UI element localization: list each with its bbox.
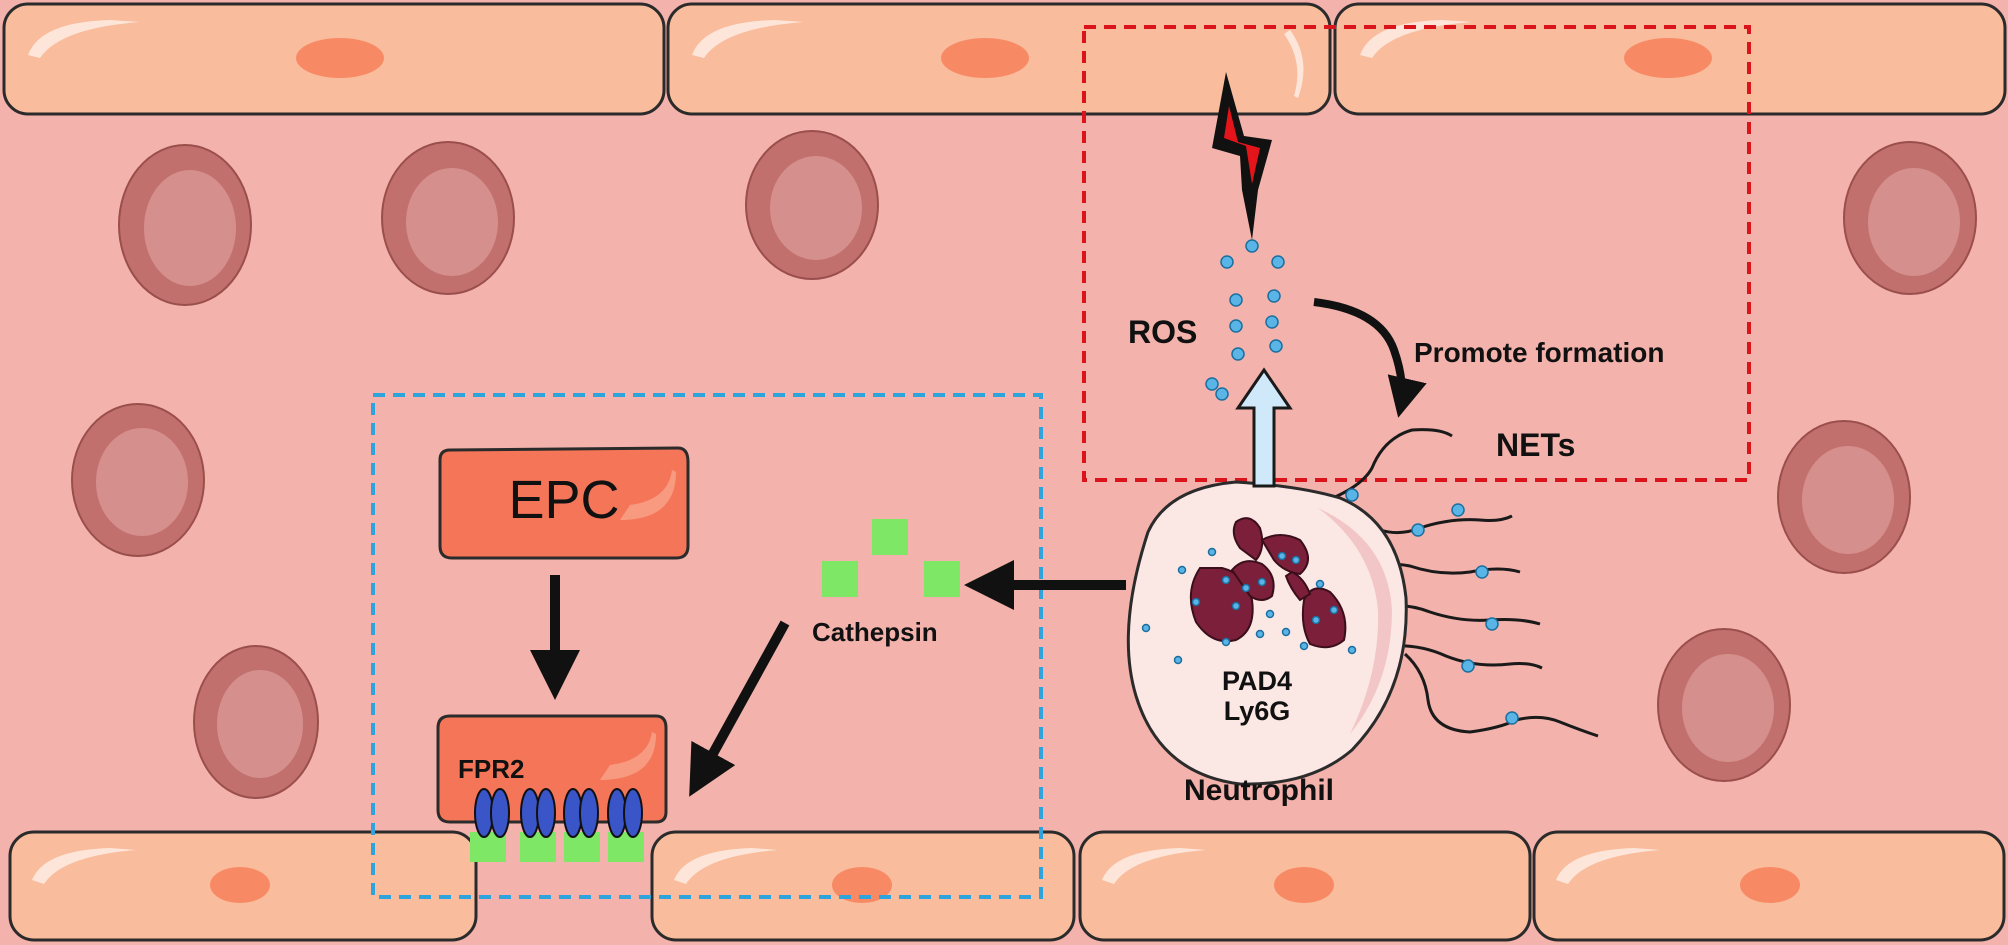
- pad4-label: PAD4: [1222, 666, 1292, 696]
- ros-arrow-icon: [1235, 367, 1293, 488]
- fpr2-label: FPR2: [458, 754, 524, 784]
- nets-label: NETs: [1496, 427, 1575, 463]
- red-blood-cell: [71, 403, 205, 557]
- endothelial-cell-top-1: [2, 2, 666, 116]
- receptor: [607, 788, 643, 838]
- endothelial-cell-top-2: [666, 2, 1332, 116]
- endothelial-cell-top-3: [1333, 2, 2007, 116]
- receptor: [474, 788, 510, 838]
- arrow-ros-to-nets: [1313, 298, 1427, 418]
- red-blood-cells: [71, 130, 1977, 799]
- endothelial-cell-bottom-1: [8, 830, 478, 942]
- red-blood-cell: [118, 144, 252, 306]
- ros-particles: [1205, 239, 1285, 401]
- net-granules: [1345, 488, 1519, 725]
- ros-label: ROS: [1128, 314, 1197, 350]
- cathepsin-bound-receptors: [470, 832, 644, 862]
- lightning-inner: [1224, 106, 1260, 184]
- neutrophil: PAD4 Ly6G: [1126, 480, 1408, 786]
- endothelial-cell-bottom-2: [650, 830, 1076, 942]
- red-blood-cell: [1657, 628, 1791, 782]
- receptor: [563, 788, 599, 838]
- red-blood-cell: [1843, 141, 1977, 295]
- red-blood-cell: [745, 130, 879, 280]
- neutrophil-label: Neutrophil: [1184, 774, 1334, 807]
- receptor: [520, 788, 556, 838]
- neutrophil-granules: [1141, 547, 1357, 665]
- epc-recruitment-box: [371, 393, 1043, 899]
- ly6g-label: Ly6G: [1224, 696, 1291, 726]
- arrow-cathepsin-to-fpr2: [689, 620, 790, 797]
- epc-cell: EPC: [438, 446, 690, 560]
- red-blood-cell: [1777, 420, 1911, 574]
- lightning-icon: [1212, 72, 1272, 240]
- fpr2-cell: FPR2: [436, 714, 668, 862]
- red-blood-cell: [193, 645, 319, 799]
- endothelial-cell-bottom-3: [1078, 830, 1532, 942]
- epc-label: EPC: [508, 470, 619, 530]
- red-blood-cell: [381, 141, 515, 295]
- cathepsin-label: Cathepsin: [812, 617, 938, 647]
- promote-formation-label: Promote formation: [1414, 337, 1664, 368]
- cathepsin-particles: [822, 519, 960, 597]
- endothelial-cell-bottom-4: [1532, 830, 2006, 942]
- ros-nets-box: [1082, 25, 1751, 482]
- fpr2-receptors: [474, 788, 643, 838]
